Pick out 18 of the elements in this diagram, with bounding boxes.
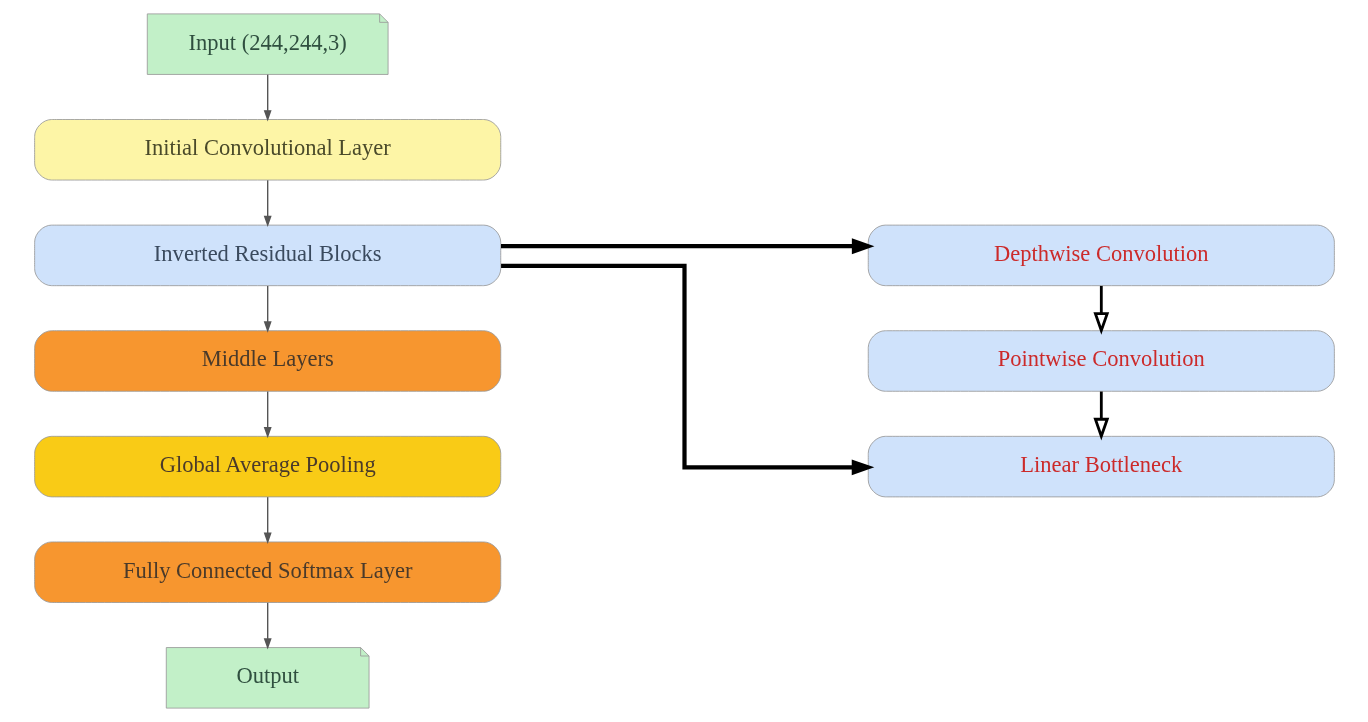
arrow <box>1092 391 1109 441</box>
arrow <box>263 74 272 122</box>
arrow <box>500 238 874 255</box>
arrow <box>263 179 272 228</box>
node-box: Initial Convolutional Layer <box>33 119 501 181</box>
node-box: Global Average Pooling <box>33 435 501 498</box>
arrow <box>1092 285 1109 335</box>
node-box: Linear Bottleneck <box>867 435 1335 498</box>
arrow <box>263 602 272 650</box>
arrow <box>263 285 272 333</box>
node-box: Pointwise Convolution <box>867 330 1335 392</box>
node-box: Inverted Residual Blocks <box>33 224 501 287</box>
node-box: Fully Connected Softmax Layer <box>33 541 501 603</box>
node-box: Middle Layers <box>33 330 501 392</box>
arrow <box>500 263 874 476</box>
node-box: Depthwise Convolution <box>867 224 1335 287</box>
arrow <box>263 390 272 439</box>
arrow <box>263 496 272 544</box>
